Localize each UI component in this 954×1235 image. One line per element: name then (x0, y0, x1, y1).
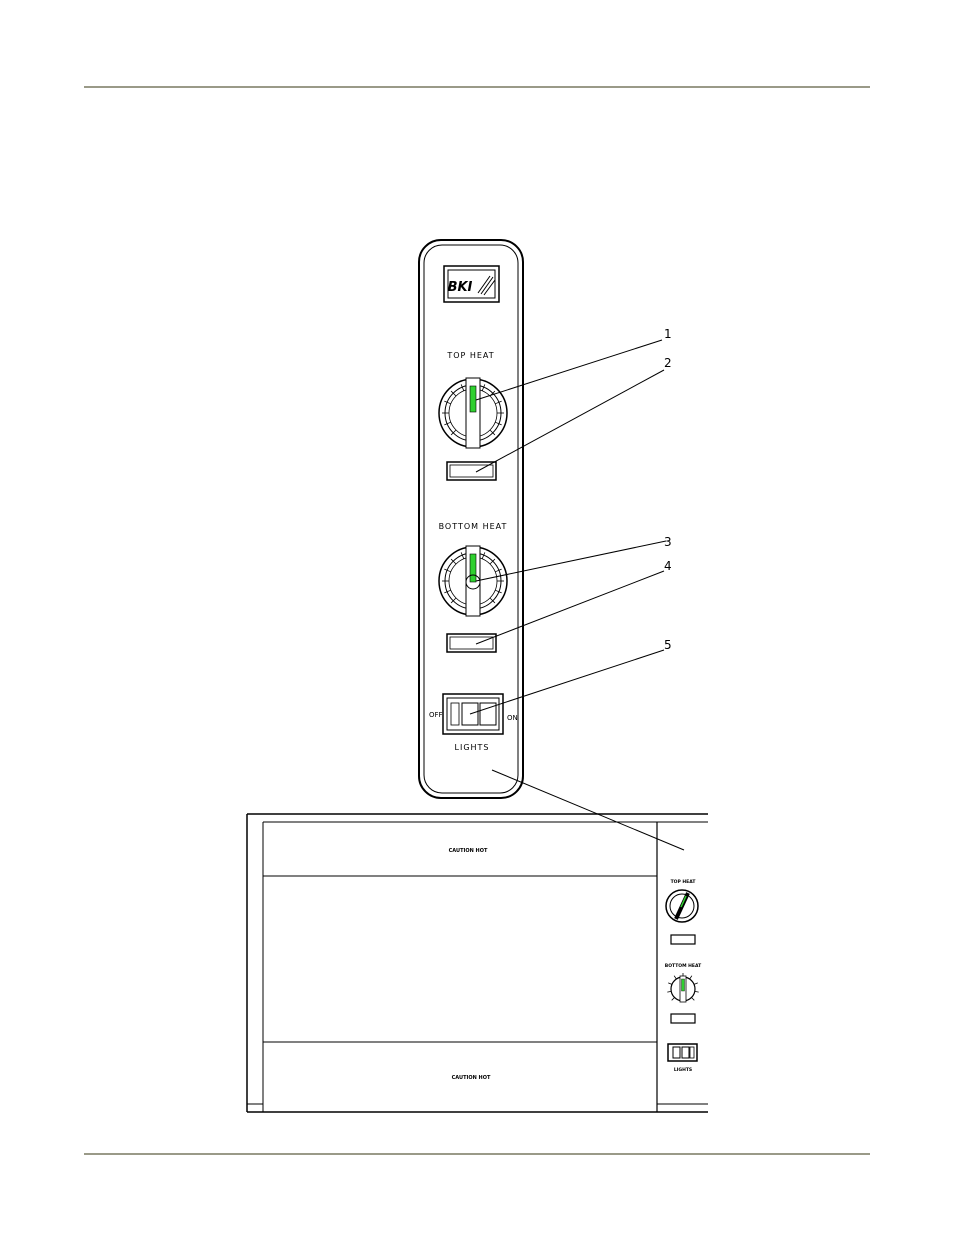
mini-bottom-heat-tick (674, 976, 676, 979)
callout-number-5: 5 (664, 638, 672, 652)
bottom-heat-pilot-light (447, 634, 496, 652)
mini-control-panel: TOP HEAT BOTTOM HEAT LIGHTS (665, 879, 702, 1073)
switch-off-label: OFF (429, 711, 443, 719)
caution-label-lower: CAUTION HOT (452, 1075, 491, 1081)
mini-top-heat-pilot-light (671, 935, 695, 944)
mini-bottom-heat-tick (690, 976, 692, 979)
lights-switch[interactable] (443, 694, 503, 734)
callout-number-4: 4 (664, 559, 672, 573)
control-panel: BKI TOP HEAT BOTTOM HEAT (419, 240, 523, 798)
mini-bottom-heat-tick (672, 997, 675, 1000)
mini-lights-label: LIGHTS (674, 1067, 692, 1073)
callout-number-3: 3 (664, 535, 672, 549)
logo-text: BKI (448, 280, 473, 295)
top-heat-knob[interactable] (439, 378, 507, 448)
mini-top-heat-knob (666, 890, 698, 922)
caution-label-upper: CAUTION HOT (449, 848, 488, 854)
cabinet-front-view (247, 814, 708, 1112)
bottom-heat-knob[interactable] (439, 546, 507, 616)
bottom-heat-label: BOTTOM HEAT (439, 522, 508, 531)
mini-bottom-heat-label: BOTTOM HEAT (665, 963, 702, 969)
panel-location-leader (492, 770, 684, 850)
bottom-heat-indicator (470, 554, 476, 582)
mini-bottom-heat-tick (691, 997, 694, 1000)
switch-on-label: ON (507, 714, 518, 722)
top-heat-indicator (470, 386, 476, 412)
lights-label: LIGHTS (455, 743, 490, 752)
mini-bottom-heat-knob (667, 973, 698, 1002)
mini-bottom-heat-tick (695, 991, 699, 992)
mini-bottom-heat-pilot-light (671, 1014, 695, 1023)
mini-top-heat-label: TOP HEAT (671, 879, 697, 885)
callout-number-2: 2 (664, 356, 672, 370)
callout-number-1: 1 (664, 327, 672, 341)
mini-lights-switch (668, 1044, 697, 1061)
top-heat-label: TOP HEAT (446, 351, 494, 360)
mini-bottom-heat-tick (667, 991, 671, 992)
